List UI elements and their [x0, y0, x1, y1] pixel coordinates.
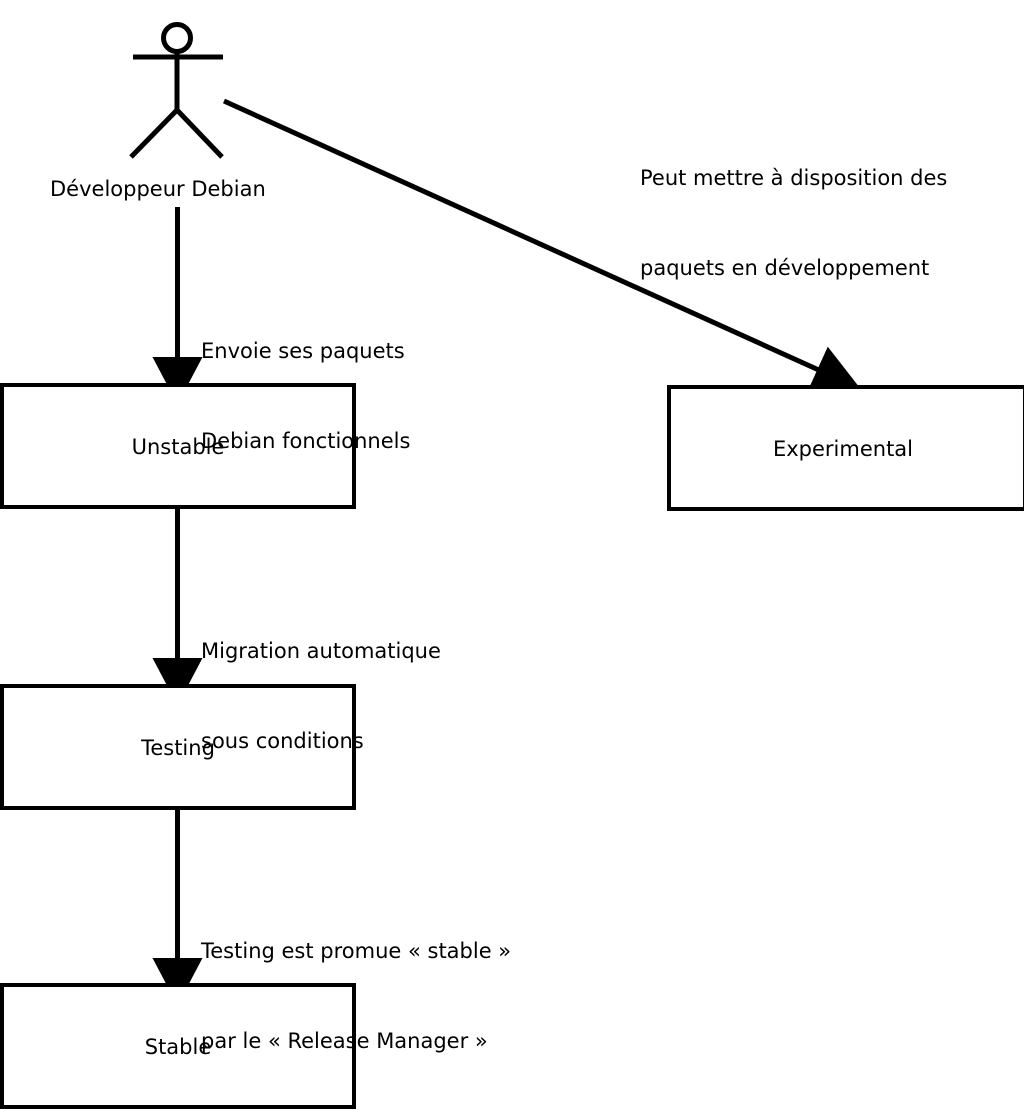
actor-label-developpeur-debian: Développeur Debian — [50, 177, 266, 201]
node-testing-label: Testing — [141, 736, 215, 760]
edge-label-testing-to-stable-line2: par le « Release Manager » — [201, 1029, 488, 1053]
edge-label-testing-to-stable: Testing est promue « stable » par le « R… — [201, 876, 511, 1110]
node-unstable[interactable]: Unstable — [0, 383, 356, 509]
node-stable-label: Stable — [144, 1035, 212, 1059]
edge-label-actor-to-experimental-line2: paquets en développement — [640, 256, 930, 280]
node-experimental[interactable]: Experimental — [667, 385, 1024, 511]
edge-label-actor-to-unstable-line2: Debian fonctionnels — [201, 429, 411, 453]
node-experimental-label: Experimental — [772, 437, 914, 461]
node-testing[interactable]: Testing — [0, 684, 356, 810]
node-unstable-label: Unstable — [131, 435, 225, 459]
edge-label-actor-to-unstable: Envoie ses paquets Debian fonctionnels — [201, 276, 410, 516]
edge-label-actor-to-experimental: Peut mettre à disposition des paquets en… — [640, 103, 1000, 343]
edge-label-unstable-to-testing-line2: sous conditions — [201, 729, 364, 753]
edge-label-unstable-to-testing-line1: Migration automatique — [201, 639, 441, 663]
stick-figure-actor-icon — [129, 22, 224, 159]
node-stable[interactable]: Stable — [0, 983, 356, 1109]
edge-label-testing-to-stable-line1: Testing est promue « stable » — [201, 939, 512, 963]
edge-label-actor-to-unstable-line1: Envoie ses paquets — [201, 339, 405, 363]
edge-actor-to-experimental — [222, 98, 861, 393]
edge-label-unstable-to-testing: Migration automatique sous conditions — [201, 576, 441, 816]
edge-label-actor-to-experimental-line1: Peut mettre à disposition des — [640, 166, 948, 190]
